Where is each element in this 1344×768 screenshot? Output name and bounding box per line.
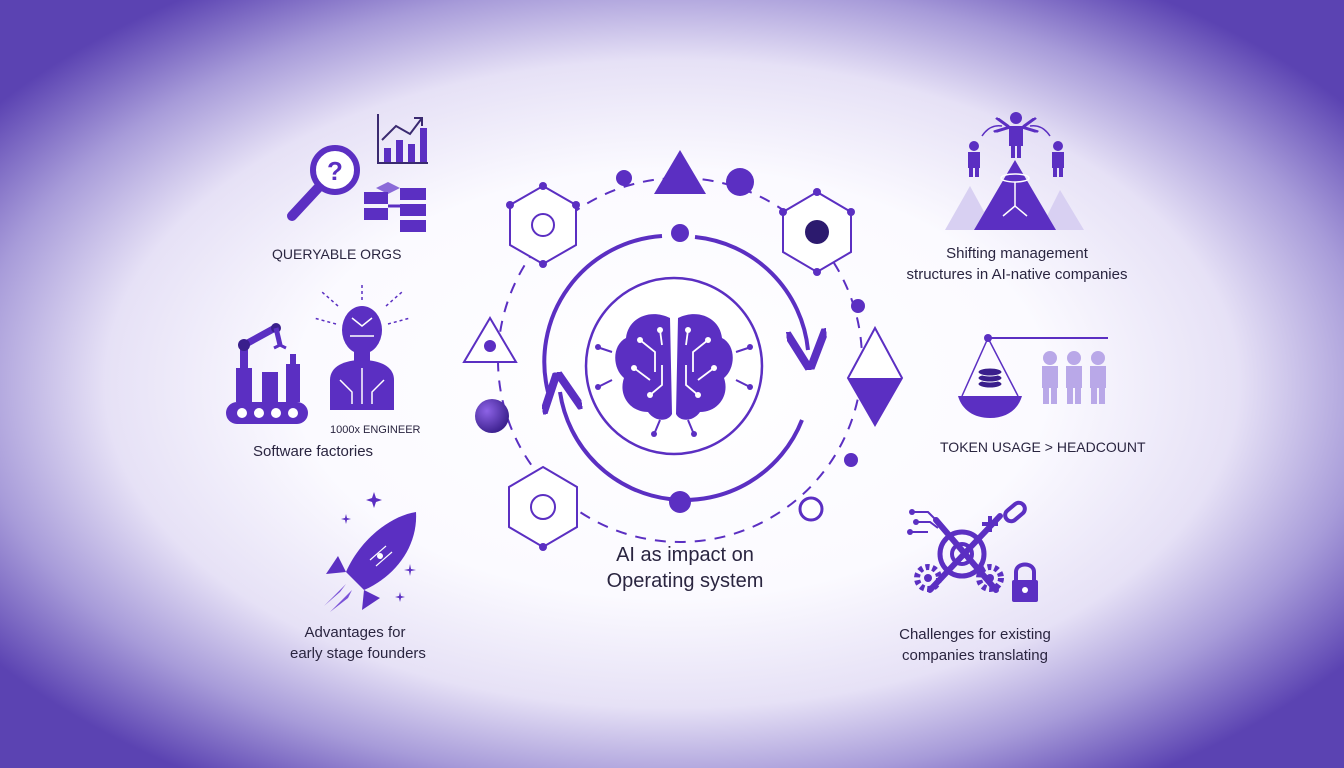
center-title-line2: Operating system (606, 570, 764, 592)
lock-icon (1012, 562, 1038, 602)
label-challenges-line2: companies translating (902, 647, 1048, 664)
scale-coins-icon (958, 334, 1108, 418)
label-shifting-line1: Shifting management (946, 245, 1088, 262)
hexagon-node-top-right (779, 188, 855, 276)
rocket-icon (324, 512, 417, 612)
svg-text:?: ? (327, 156, 343, 186)
magnifier-question-icon: ? (287, 145, 360, 221)
hexagon-node-bottom-left (508, 465, 578, 551)
label-shifting-line2: structures in AI-native companies (906, 266, 1128, 283)
center-title: AI as impact on Operating system (570, 542, 800, 594)
label-challenges-line1: Challenges for existing (899, 626, 1051, 643)
left-triangle-node (462, 316, 518, 363)
ring-dot-large (726, 168, 754, 196)
ring-dot-small (616, 170, 632, 186)
inner-top-dot (671, 224, 689, 242)
robot-arm-factory-icon (226, 323, 308, 424)
hexagon-node-top-left (506, 182, 580, 268)
growth-chart-icon (377, 114, 428, 164)
inner-bottom-dot (669, 491, 691, 513)
label-shifting-management: Shifting management structures in AI-nat… (902, 243, 1132, 285)
label-advantages: Advantages for early stage founders (290, 622, 426, 664)
sparkle-icons (341, 492, 416, 602)
ring-ball-left (475, 399, 509, 433)
label-1000x-engineer: 1000x ENGINEER (330, 424, 421, 436)
label-advantages-line2: early stage founders (290, 645, 426, 662)
label-queryable-orgs: QUERYABLE ORGS (272, 246, 402, 262)
brain-icon (595, 314, 753, 437)
broken-links-gears-icon (907, 500, 1027, 593)
engineer-circuit-icon (313, 282, 411, 410)
top-triangle-node (654, 150, 706, 194)
data-blocks-icon (364, 182, 426, 232)
ring-dot-lower-right (844, 453, 858, 467)
label-challenges: Challenges for existing companies transl… (885, 624, 1065, 666)
brain-circle (584, 276, 764, 456)
center-title-line1: AI as impact on (616, 544, 754, 566)
label-advantages-line1: Advantages for (304, 624, 406, 641)
headcount-people-icon (1042, 351, 1106, 404)
management-pyramid-icon (945, 112, 1084, 230)
label-token-usage: TOKEN USAGE > HEADCOUNT (940, 439, 1146, 455)
label-software-factories: Software factories (253, 443, 374, 460)
ring-ring-bottom-right (798, 496, 824, 522)
ring-dot-right (851, 299, 865, 313)
